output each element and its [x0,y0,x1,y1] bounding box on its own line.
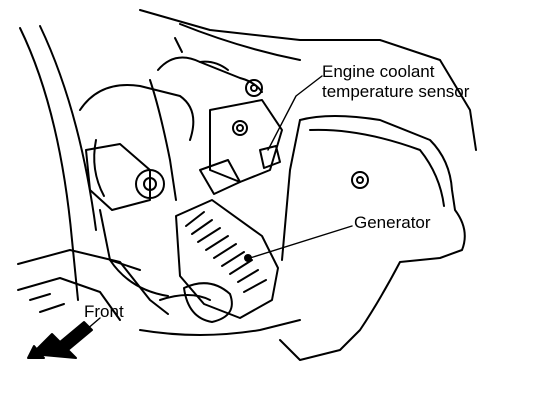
lower-structure [17,249,301,336]
sensor-harness [149,37,263,201]
leader-lines [85,75,353,331]
generator-label: Generator [354,213,431,232]
front-arrow-icon [27,321,93,359]
generator [175,199,279,323]
front-label: Front [84,302,124,321]
engine-cover [279,115,466,361]
ect-sensor-label-line1: Engine coolant [322,62,435,81]
intake-assembly [79,84,195,297]
ect-sensor-label: Engine coolant temperature sensor [322,62,469,101]
ect-sensor-label-line2: temperature sensor [322,81,470,101]
sensor-bracket [199,99,283,195]
vehicle-body-outline [19,9,477,301]
